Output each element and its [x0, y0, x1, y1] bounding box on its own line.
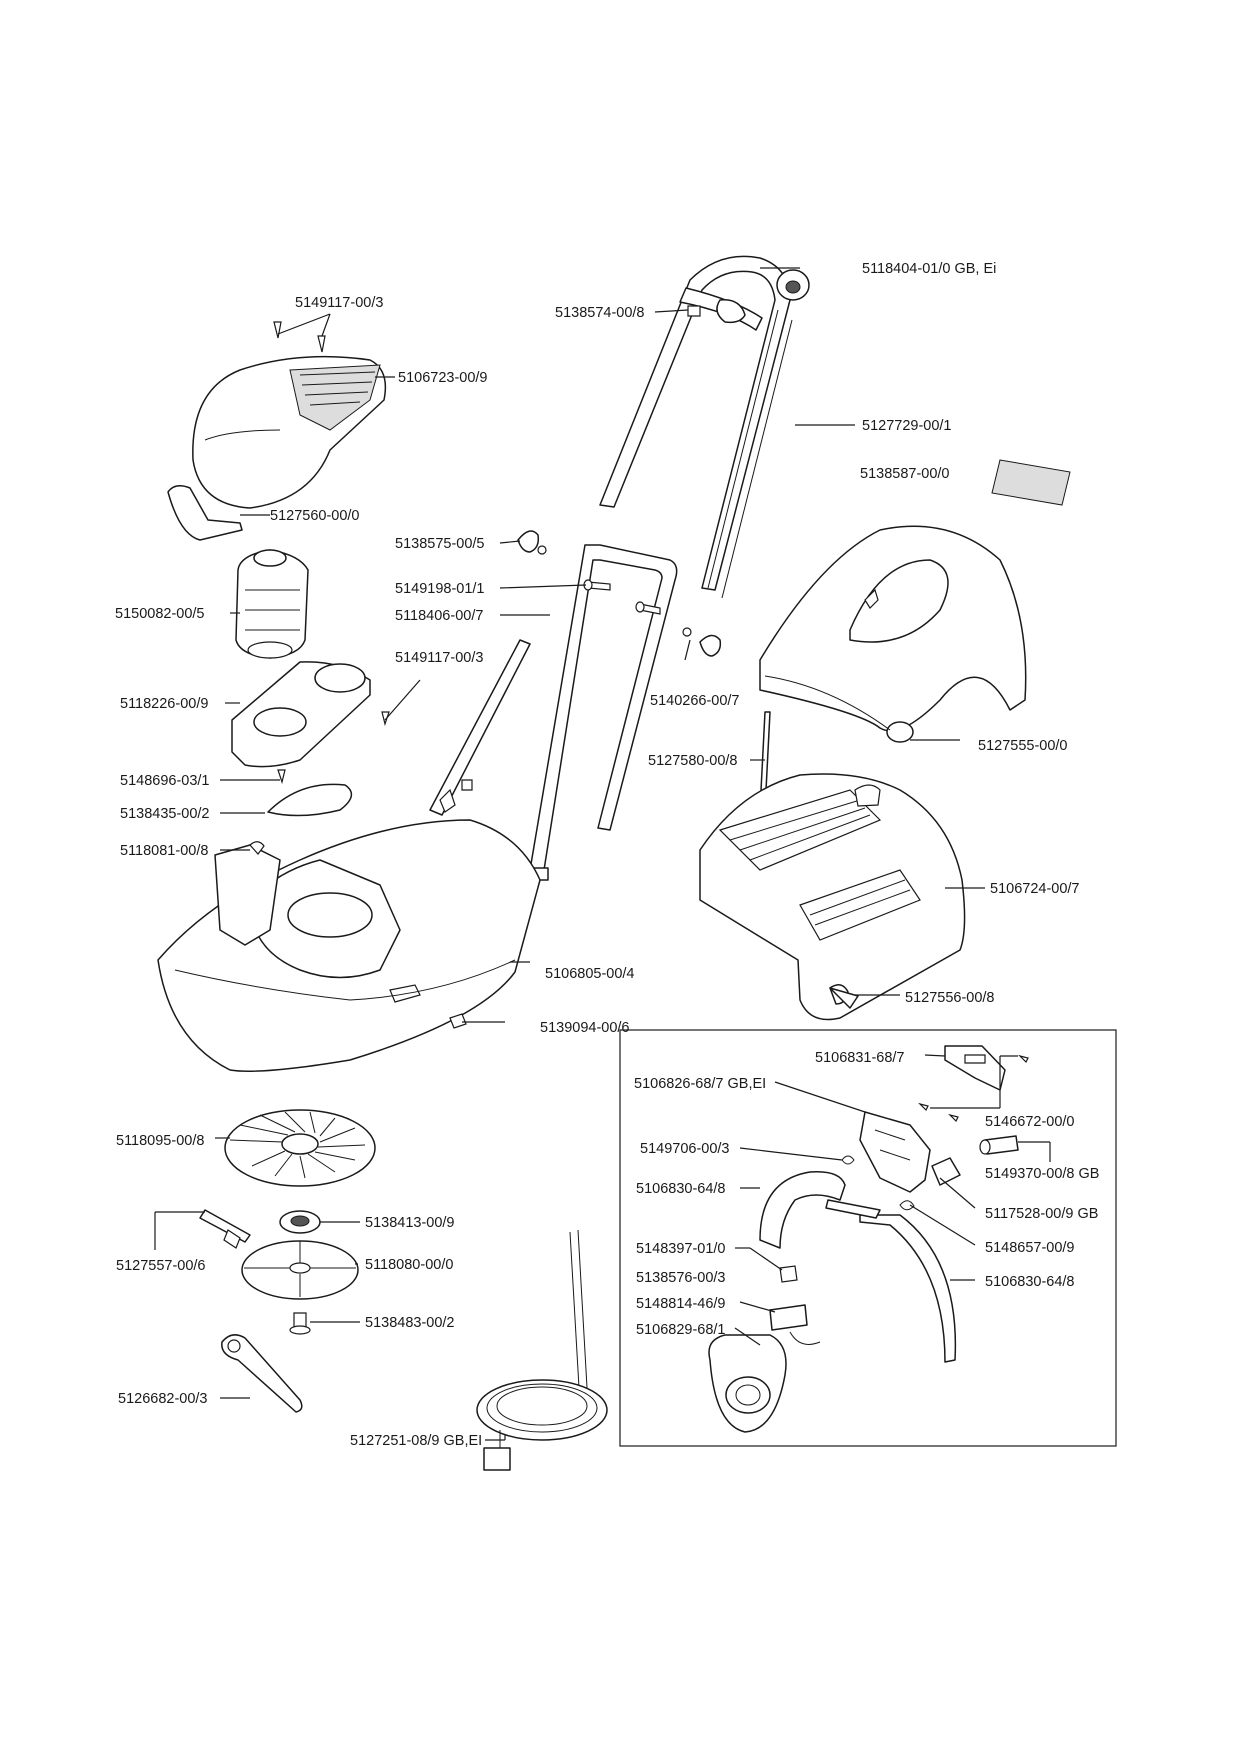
- top-cover-drawing: [192, 355, 387, 509]
- label-5148696: 5148696-03/1: [120, 773, 210, 789]
- label-5106723: 5106723-00/9: [398, 370, 488, 386]
- label-5118095: 5118095-00/8: [116, 1133, 204, 1149]
- label-5106830-upper: 5106830-64/8: [636, 1181, 726, 1197]
- label-5126682: 5126682-00/3: [118, 1391, 208, 1407]
- label-5149117-motor: 5149117-00/3: [395, 650, 483, 666]
- belt-drawing: [267, 783, 353, 817]
- label-5106829: 5106829-68/1: [636, 1322, 726, 1338]
- fastener-drawing: [449, 1013, 467, 1029]
- motor-screw-drawing: [381, 711, 390, 727]
- spring-2-drawing: [899, 1200, 915, 1211]
- switch-lever-drawing: [759, 1171, 846, 1249]
- label-5118406: 5118406-00/7: [395, 608, 483, 624]
- switch-housing-drawing: [859, 1111, 931, 1193]
- part-labels: 5149117-00/3 5106723-00/9 5127560-00/0 5…: [115, 261, 1099, 1449]
- label-5127557: 5127557-00/6: [116, 1258, 206, 1274]
- label-5138575: 5138575-00/5: [395, 536, 485, 552]
- label-5118081: 5118081-00/8: [120, 843, 208, 859]
- bracket-drawing: [167, 485, 243, 541]
- label-5149706: 5149706-00/3: [640, 1141, 730, 1157]
- spacer-ring-drawing: [279, 1210, 321, 1234]
- motor-drawing: [235, 549, 309, 659]
- label-5138435: 5138435-00/2: [120, 806, 210, 822]
- label-5138574: 5138574-00/8: [555, 305, 645, 321]
- label-5127580: 5127580-00/8: [648, 753, 738, 769]
- clip-drawing: [249, 841, 265, 855]
- screw-drawing: [289, 1312, 311, 1335]
- label-5148814: 5148814-46/9: [636, 1296, 726, 1312]
- label-5140266: 5140266-00/7: [650, 693, 740, 709]
- button-drawing: [979, 1135, 1019, 1155]
- inset-box: [619, 1029, 1117, 1447]
- label-5118080: 5118080-00/0: [365, 1257, 453, 1273]
- label-5139094: 5139094-00/6: [540, 1020, 630, 1036]
- upper-handle-drawing: [599, 255, 810, 599]
- label-5127729: 5127729-00/1: [862, 418, 952, 434]
- switch-screws-drawing: [918, 1054, 1029, 1123]
- rear-shroud-drawing: [699, 773, 966, 1021]
- pin-drawing: [687, 305, 701, 317]
- main-deck-drawing: [157, 819, 541, 1072]
- leader-lines: [154, 267, 1051, 1441]
- label-5117528: 5117528-00/9 GB: [985, 1206, 1098, 1222]
- cable-clip-drawing: [769, 1304, 821, 1345]
- label-5149198: 5149198-01/1: [395, 581, 485, 597]
- label-5127556: 5127556-00/8: [905, 990, 995, 1006]
- blade-drawing: [199, 1209, 251, 1249]
- power-cable-drawing: [476, 1229, 608, 1471]
- label-5118226: 5118226-00/9: [120, 696, 208, 712]
- label-5148397: 5148397-01/0: [636, 1241, 726, 1257]
- label-5127555: 5127555-00/0: [978, 738, 1068, 754]
- belt-screw-drawing: [277, 769, 286, 785]
- label-5106724: 5106724-00/7: [990, 881, 1080, 897]
- label-5127560: 5127560-00/0: [270, 508, 360, 524]
- knob-2-drawing: [682, 627, 722, 657]
- bolt-drawing: [583, 579, 661, 615]
- spanner-drawing: [221, 1334, 303, 1413]
- label-5138483: 5138483-00/2: [365, 1315, 455, 1331]
- label-5106826: 5106826-68/7 GB,EI: [634, 1076, 766, 1092]
- label-5148657: 5148657-00/9: [985, 1240, 1075, 1256]
- screws-drawing: [273, 321, 326, 353]
- label-5149370: 5149370-00/8 GB: [985, 1166, 1099, 1182]
- linkage-drawing: [825, 1199, 881, 1219]
- label-5118404: 5118404-01/0 GB, Ei: [862, 261, 996, 277]
- label-5127251: 5127251-08/9 GB,EI: [350, 1433, 482, 1449]
- lower-handle-drawing: [429, 544, 678, 881]
- upper-cover-drawing: [759, 525, 1027, 743]
- label-5150082: 5150082-00/5: [115, 606, 205, 622]
- motor-plate-drawing: [231, 661, 371, 768]
- blade-disc-drawing: [241, 1240, 359, 1300]
- label-plate-drawing: [991, 459, 1071, 506]
- switch-cover-drawing: [708, 1334, 787, 1433]
- spring-drawing: [841, 1155, 855, 1165]
- label-5138587: 5138587-00/0: [860, 466, 950, 482]
- label-5146672: 5146672-00/0: [985, 1114, 1075, 1130]
- label-5138413: 5138413-00/9: [365, 1215, 455, 1231]
- connector-drawing: [779, 1265, 798, 1283]
- label-5149117-top: 5149117-00/3: [295, 295, 383, 311]
- knob-drawing: [517, 530, 547, 555]
- plate-drawing: [931, 1157, 961, 1186]
- switch-bracket-drawing: [944, 1045, 1006, 1091]
- label-5106830-lower: 5106830-64/8: [985, 1274, 1075, 1290]
- label-5106831: 5106831-68/7: [815, 1050, 905, 1066]
- fan-drawing: [224, 1109, 376, 1187]
- switch-lever-2-drawing: [859, 1214, 957, 1363]
- label-5138576: 5138576-00/3: [636, 1270, 726, 1286]
- label-5106805: 5106805-00/4: [545, 966, 635, 982]
